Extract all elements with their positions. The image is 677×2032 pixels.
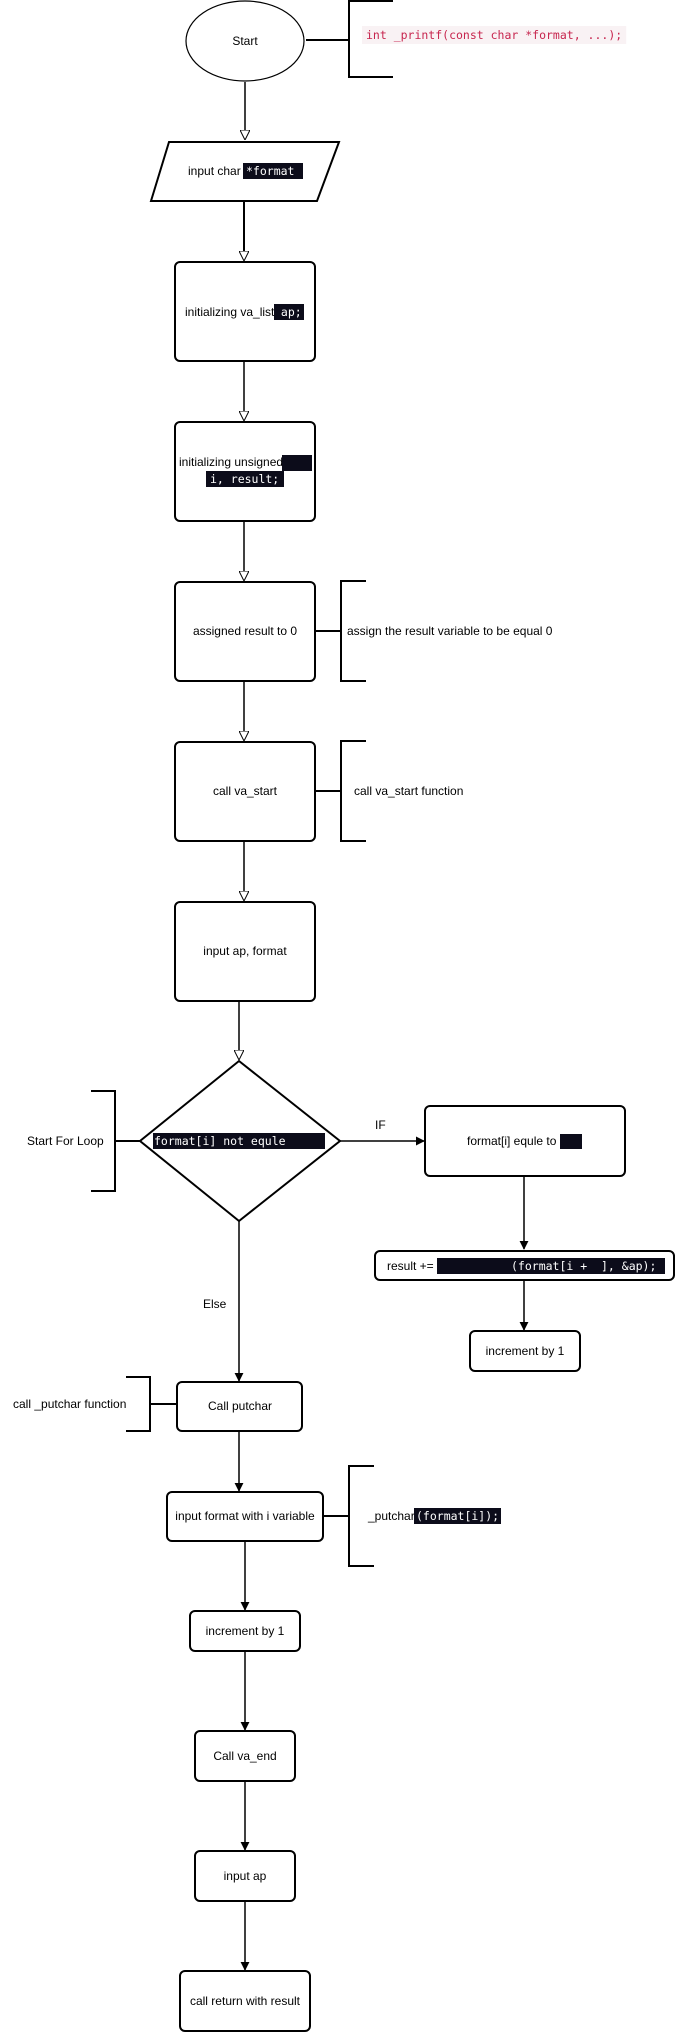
input-format-i-label: input format with i variable	[175, 1509, 315, 1523]
call-putchar-label: Call putchar	[208, 1399, 272, 1413]
signature-bg	[362, 26, 627, 44]
if-edge-label: IF	[375, 1118, 386, 1132]
init-unsigned-prefix: initializing unsigned	[179, 455, 283, 469]
putchar-note: call _putchar function	[13, 1397, 126, 1411]
input-format-code: *format	[246, 164, 294, 178]
for-loop-note: Start For Loop	[27, 1134, 104, 1148]
init-va-list-code: ap;	[274, 305, 302, 319]
init-unsigned-code-tail-bg	[282, 455, 312, 471]
annotation-brackets	[91, 0, 393, 1567]
putcharcall-bracket	[348, 1465, 374, 1567]
va-start-note: call va_start function	[354, 784, 463, 798]
input-ap-label: input ap	[224, 1869, 267, 1883]
init-unsigned-code-bg	[206, 471, 284, 487]
edges	[239, 82, 529, 1971]
increment-left-node	[189, 1610, 301, 1652]
result-add-code-bg	[437, 1258, 665, 1274]
increment-left-label: increment by 1	[206, 1624, 285, 1638]
call-va-start-node	[174, 741, 316, 842]
return-label: call return with result	[190, 1994, 301, 2008]
if-format-equal-code-bg	[560, 1134, 582, 1149]
function-signature: int _printf(const char *format, ...);	[366, 28, 622, 42]
init-va-list-code-bg	[274, 304, 304, 320]
input-ap-format-label: input ap, format	[203, 944, 287, 958]
increment-right-label: increment by 1	[486, 1344, 565, 1358]
putchar-call-prefix: _putchar	[367, 1509, 415, 1523]
start-label: Start	[232, 34, 258, 48]
decision-code-bg	[153, 1133, 325, 1149]
signature-bracket	[348, 0, 393, 78]
input-ap-format-node	[174, 901, 316, 1002]
init-unsigned-code-tail	[284, 456, 312, 470]
result-add-code-hidden	[440, 1259, 516, 1273]
start-node	[185, 0, 305, 82]
increment-right-node	[469, 1330, 581, 1372]
init-va-list-node	[174, 261, 316, 362]
putchar-call-code: (format[i]);	[416, 1509, 499, 1523]
input-ap-node	[194, 1850, 296, 1902]
assign-bracket	[340, 580, 366, 682]
vastart-bracket	[340, 740, 366, 842]
result-add-prefix: result +=	[387, 1259, 434, 1273]
init-unsigned-code: i, result;	[210, 472, 279, 486]
result-add-code: (format[i + ], &ap);	[511, 1259, 656, 1273]
input-format-prefix: input char	[188, 164, 241, 178]
call-va-end-label: Call va_end	[213, 1749, 276, 1763]
forloop-bracket	[91, 1090, 116, 1192]
if-format-equal-node	[424, 1105, 626, 1177]
input-format-code-bg	[243, 163, 303, 179]
putchar-call-code-bg	[414, 1508, 501, 1524]
call-va-start-label: call va_start	[213, 784, 278, 798]
if-format-equal-prefix: format[i] equle to	[467, 1134, 557, 1148]
assign-result-node	[174, 581, 316, 682]
putchar-bracket	[126, 1376, 151, 1432]
init-va-list-prefix: initializing va_list	[185, 305, 275, 319]
return-node	[179, 1970, 311, 2032]
assign-result-label: assigned result to 0	[193, 624, 297, 638]
else-edge-label: Else	[203, 1297, 227, 1311]
if-format-equal-code	[561, 1134, 582, 1148]
decision-code: format[i] not equle	[154, 1134, 286, 1148]
call-va-end-node	[194, 1730, 296, 1782]
input-format-i-node	[166, 1491, 324, 1542]
assign-note: assign the result variable to be equal 0	[347, 624, 553, 638]
call-putchar-node	[176, 1381, 303, 1432]
